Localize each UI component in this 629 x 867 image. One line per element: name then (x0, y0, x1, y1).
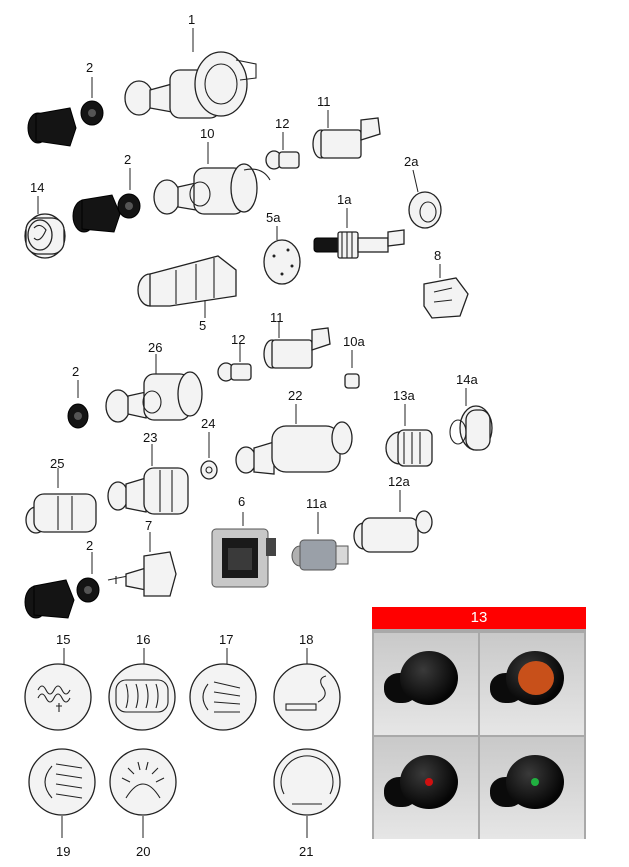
symbol-21-blank (273, 748, 341, 816)
callout-7: 7 (145, 518, 152, 533)
part-11a-sender (291, 539, 349, 571)
callout-13a: 13a (393, 388, 415, 403)
callout-10a: 10a (343, 334, 365, 349)
part-14-bezel (24, 213, 66, 259)
callout-12-lower: 12 (231, 332, 245, 347)
callout-10: 10 (200, 126, 214, 141)
photo-knob-green-indicator (480, 737, 584, 839)
callout-6: 6 (238, 494, 245, 509)
callout-11a: 11a (306, 496, 327, 511)
callout-2-top: 2 (86, 60, 93, 75)
callout-24: 24 (201, 416, 215, 431)
part-1-pull-switch (124, 51, 257, 119)
part-10a-nut (344, 373, 360, 389)
callout-19: 19 (56, 844, 70, 859)
part-nut-row3 (67, 403, 89, 429)
part-11-socket-lower (263, 327, 331, 369)
part-12-bulb-lower (217, 362, 252, 382)
red-indicator (425, 778, 433, 786)
part-23-lighter (107, 467, 189, 515)
part-8-clip (423, 277, 469, 319)
callout-11-lower: 11 (270, 310, 284, 325)
photo-knob-amber-lens (480, 633, 584, 735)
part-12-bulb (265, 150, 300, 170)
symbol-15-rear-heat (24, 663, 92, 731)
callout-16: 16 (136, 632, 150, 647)
callout-12a: 12a (388, 474, 410, 489)
callout-2-middle: 2 (124, 152, 131, 167)
green-indicator (531, 778, 539, 786)
callout-12-top: 12 (275, 116, 289, 131)
symbol-20-interior-light (109, 748, 177, 816)
part-11-socket (312, 117, 381, 159)
callout-23: 23 (143, 430, 157, 445)
part-22-lighter (235, 421, 353, 475)
callout-15: 15 (56, 632, 70, 647)
callout-1: 1 (188, 12, 195, 27)
callout-25: 25 (50, 456, 64, 471)
part-6-rocker-switch (211, 528, 276, 588)
callout-1a: 1a (337, 192, 352, 207)
part-14a-bezel (449, 405, 493, 451)
amber-lens (518, 661, 554, 695)
part-knob-middle (72, 193, 141, 233)
part-7-holder (107, 551, 177, 597)
callout-26: 26 (148, 340, 162, 355)
part-5a-cover (263, 239, 301, 285)
callout-14a: 14a (456, 372, 478, 387)
callout-2a: 2a (404, 154, 419, 169)
photo-knob-red-indicator (374, 737, 478, 839)
symbol-16-heater (108, 663, 176, 731)
callout-14: 14 (30, 180, 44, 195)
symbol-17-headlight (189, 663, 257, 731)
part-1a-door-switch (313, 229, 405, 259)
part-knob-bottom (24, 577, 100, 619)
callout-21: 21 (299, 844, 313, 859)
photo-panel-title: 13 (372, 607, 586, 629)
callout-17: 17 (219, 632, 233, 647)
photo-panel-13: 13 (372, 607, 586, 839)
part-24-element (200, 460, 218, 480)
callout-5: 5 (199, 318, 206, 333)
callout-5a: 5a (266, 210, 281, 225)
photo-knob-plain (374, 633, 478, 735)
callout-11-top: 11 (317, 94, 331, 109)
part-26-switch (105, 371, 203, 423)
part-10-switch (153, 163, 271, 215)
symbol-19-fog-light (28, 748, 96, 816)
part-knob-top (27, 100, 104, 147)
callout-8: 8 (434, 248, 441, 263)
callout-2-row3: 2 (72, 364, 79, 379)
callout-22: 22 (288, 388, 302, 403)
callout-18: 18 (299, 632, 313, 647)
part-5-lighter-socket (137, 255, 237, 307)
part-2a-washer (408, 191, 442, 229)
part-25-socket (25, 493, 97, 534)
symbol-18-lighter (273, 663, 341, 731)
callout-2-bottom: 2 (86, 538, 93, 553)
callout-20: 20 (136, 844, 150, 859)
part-12a-cap (353, 510, 433, 553)
part-13a-switch (385, 429, 433, 467)
